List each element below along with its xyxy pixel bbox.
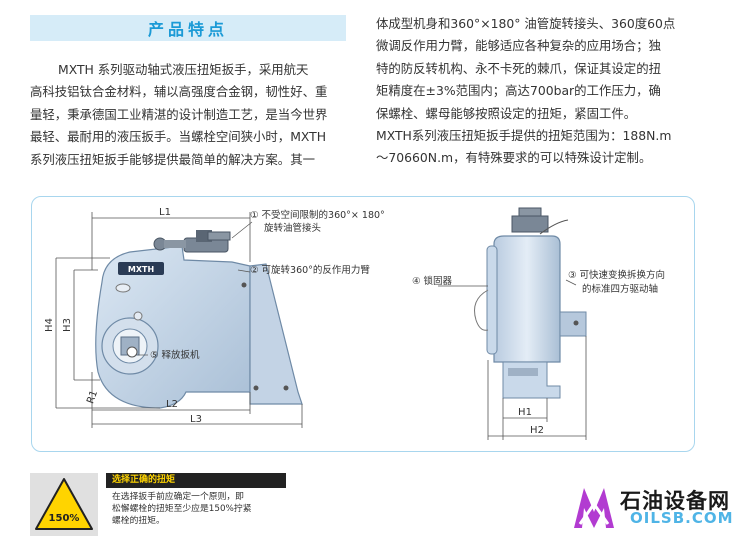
warning-triangle-icon: 150%	[35, 478, 93, 530]
warning-text: 在选择扳手前应确定一个原则，即 松懈螺栓的扭矩至少应是150%拧紧 螺栓的扭矩。	[112, 491, 292, 527]
warning-title: 选择正确的扭矩	[106, 473, 286, 488]
dim-r1: R1	[85, 389, 100, 405]
callout-2: ② 可旋转360°的反作用力臂	[250, 264, 370, 276]
para-line: 系列液压扭矩扳手能够提供最简单的解决方案。其一	[30, 151, 315, 167]
para-line: 量轻，秉承德国工业精湛的设计制造工艺，是当今世界	[30, 106, 328, 122]
para-line: 矩精度在±3%范围内；高达700bar的工作压力，确	[376, 83, 661, 99]
dim-h4: H4	[44, 318, 55, 332]
dim-l1: L1	[159, 207, 171, 218]
dimension-lines-side	[487, 336, 587, 440]
para-line: 高科技铝钛合金材料，辅以高强度合金钢，韧性好、重	[30, 84, 328, 100]
logo-cn-text: 石油设备网	[620, 488, 730, 513]
para-line: MXTH系列液压扭矩扳手提供的扭矩范围为：188N.m	[376, 128, 672, 144]
callout-leaders	[138, 221, 577, 356]
warning-line: 松懈螺栓的扭矩至少应是150%拧紧	[112, 504, 252, 514]
para-line: MXTH 系列驱动轴式液压扭矩扳手，采用航天	[30, 59, 348, 81]
oilsb-logo-icon	[574, 488, 614, 528]
intro-paragraph-left: MXTH 系列驱动轴式液压扭矩扳手，采用航天 高科技铝钛合金材料，辅以高强度合金…	[30, 59, 348, 171]
para-line: 保螺栓、螺母能够按照设定的扭矩，紧固工件。	[376, 105, 637, 121]
callout-3-line2: 的标准四方驱动轴	[582, 283, 658, 295]
callout-1-line2: 旋转油管接头	[264, 222, 321, 234]
intro-paragraph-right: 体成型机身和360°×180° 油管旋转接头、360度60点 微调反作用力臂，能…	[376, 13, 696, 170]
logo-en-text: OILSB.COM	[630, 509, 734, 527]
warning-badge: 150%	[49, 513, 80, 524]
warning-line: 螺栓的扭矩。	[112, 516, 165, 526]
warning-line: 在选择扳手前应确定一个原则，即	[112, 492, 244, 502]
para-line: ～70660N.m，有特殊要求的可以特殊设计定制。	[376, 150, 652, 166]
para-line: 微调反作用力臂，能够适应各种复杂的应用场合；独	[376, 38, 661, 54]
section-title-text: 产品特点	[147, 20, 228, 39]
dim-l3: L3	[190, 414, 202, 425]
dim-l2: L2	[166, 399, 178, 410]
dimension-lines-front	[55, 212, 303, 428]
callout-3-line1: ③ 可快速变换拆换方向	[568, 269, 665, 281]
front-view-tool: MXTH	[95, 230, 303, 409]
callout-4: ④ 锁固器	[412, 275, 453, 287]
para-line: 特的防反转机构、永不卡死的棘爪，保证其设定的扭	[376, 60, 661, 76]
callout-5: ⑤ 释放扳机	[150, 349, 200, 361]
brand-plate-text: MXTH	[128, 265, 154, 274]
callout-1-line1: ① 不受空间限制的360°× 180°	[250, 209, 385, 221]
dim-h3: H3	[62, 318, 73, 332]
torque-warning: 150% 选择正确的扭矩 在选择扳手前应确定一个原则，即 松懈螺栓的扭矩至少应是…	[30, 473, 286, 536]
section-title: 产品特点	[30, 15, 346, 41]
para-line: 体成型机身和360°×180° 油管旋转接头、360度60点	[376, 16, 676, 31]
side-view-tool	[474, 207, 587, 399]
dim-h1: H1	[518, 407, 532, 418]
para-line-text: MXTH 系列驱动轴式液压扭矩扳手，采用航天	[58, 62, 309, 77]
dim-h2: H2	[530, 425, 544, 436]
warning-icon-box: 150%	[30, 473, 98, 536]
para-line: 最轻、最耐用的液压扳手。当螺栓空间狭小时，MXTH	[30, 129, 327, 145]
